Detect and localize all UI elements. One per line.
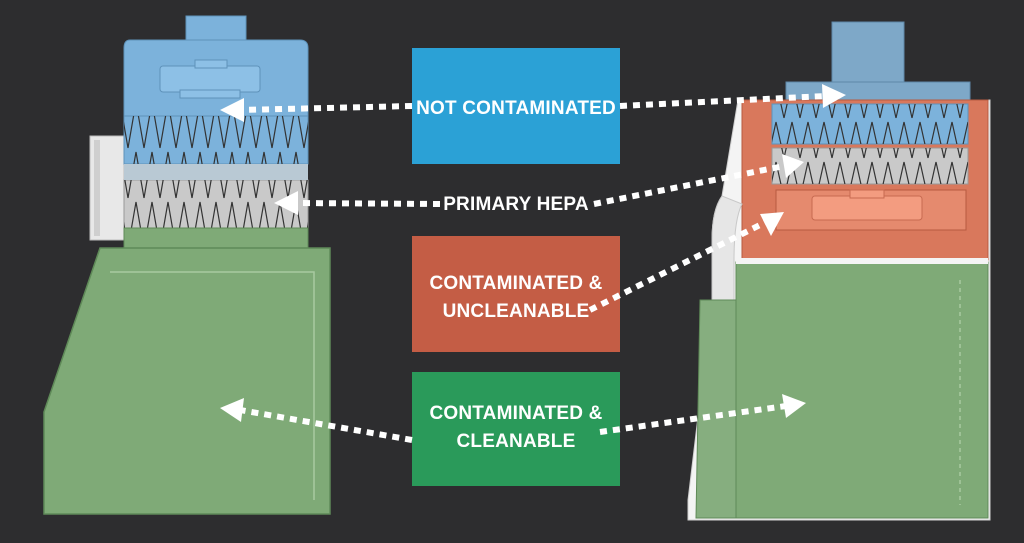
arrowhead-cleanable-left [220, 398, 244, 422]
arrowhead-primary-hepa-left [274, 191, 298, 215]
uncleanable-text-line1: CONTAMINATED & [429, 273, 602, 294]
label-primary-hepa: PRIMARY HEPA [443, 194, 589, 215]
left-work-zone-inner-line [110, 271, 315, 500]
right-sash-window [695, 299, 737, 519]
right-work-zone [735, 261, 989, 519]
cleanable-box [412, 372, 620, 486]
right-exhaust-plenum [785, 81, 971, 101]
left-side-panel-shade [94, 140, 100, 236]
label-not-contaminated: NOT CONTAMINATED [412, 48, 620, 164]
connector-arrows [239, 93, 827, 443]
arrow-cleanable-left [239, 407, 413, 443]
right-exhaust-hepa-pleats [772, 104, 968, 144]
right-cabinet [687, 21, 991, 521]
arrow-uncleanable-right [588, 219, 768, 313]
left-blower-icon [159, 59, 261, 99]
label-uncleanable: CONTAMINATED & UNCLEANABLE [412, 236, 620, 352]
right-exhaust-collar [831, 21, 905, 83]
uncleanable-text-line2: UNCLEANABLE [443, 301, 590, 322]
left-exhaust-collar [185, 15, 247, 41]
left-cabinet [43, 15, 331, 515]
arrow-primary-hepa-right [593, 163, 785, 207]
left-exhaust-hepa-pleats [124, 116, 308, 164]
arrow-heads [220, 84, 846, 422]
not-contaminated-box [412, 48, 620, 164]
left-plenum-gap [124, 164, 308, 180]
arrow-primary-hepa-left [293, 200, 441, 207]
left-upper-plenum [123, 227, 309, 249]
arrow-not-contaminated-right [619, 93, 827, 109]
arrow-not-contaminated-left [239, 103, 413, 113]
cleanable-text-line2: CLEANABLE [457, 431, 576, 452]
arrowhead-primary-hepa-right [782, 154, 804, 178]
primary-hepa-text: PRIMARY HEPA [443, 194, 589, 215]
left-work-zone [43, 247, 331, 515]
arrowhead-cleanable-right [782, 394, 806, 418]
arrowhead-not-contaminated-left [220, 98, 244, 122]
uncleanable-box [412, 236, 620, 352]
arrow-cleanable-right [599, 403, 787, 435]
not-contaminated-text: NOT CONTAMINATED [416, 98, 616, 119]
label-cleanable: CONTAMINATED & CLEANABLE [412, 372, 620, 486]
right-grille [736, 258, 988, 264]
cleanable-text-line1: CONTAMINATED & [429, 403, 602, 424]
right-primary-hepa-pleats [772, 148, 968, 184]
right-blower-icon [775, 189, 967, 231]
arrowhead-not-contaminated-right [822, 84, 846, 108]
arrowhead-uncleanable-right [760, 212, 784, 236]
